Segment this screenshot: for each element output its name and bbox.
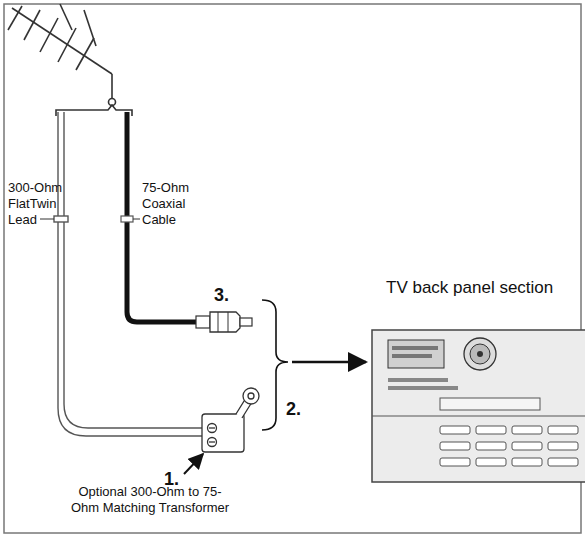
panel-heading: TV back panel section (386, 278, 585, 298)
part-label: 300-Ohm FlatTwin Lead (8, 180, 72, 228)
part-label: 75-Ohm Coaxial Cable (142, 180, 214, 228)
twin-lead (54, 112, 204, 436)
arrow (292, 361, 366, 364)
part-label: Optional 300-Ohm to 75-Ohm Matching Tran… (66, 484, 234, 516)
matching-transformer (202, 388, 259, 452)
bracket (262, 300, 288, 430)
leader-arrow (184, 454, 203, 474)
coaxial-cable (121, 112, 252, 332)
callout-number: 2. (286, 398, 316, 420)
callout-number: 3. (214, 284, 244, 306)
leader-line (133, 219, 140, 220)
panel-node: TV back panel section (386, 278, 585, 482)
leader-line (40, 219, 54, 220)
antenna (8, 4, 132, 116)
tv-back-panel (372, 330, 585, 482)
